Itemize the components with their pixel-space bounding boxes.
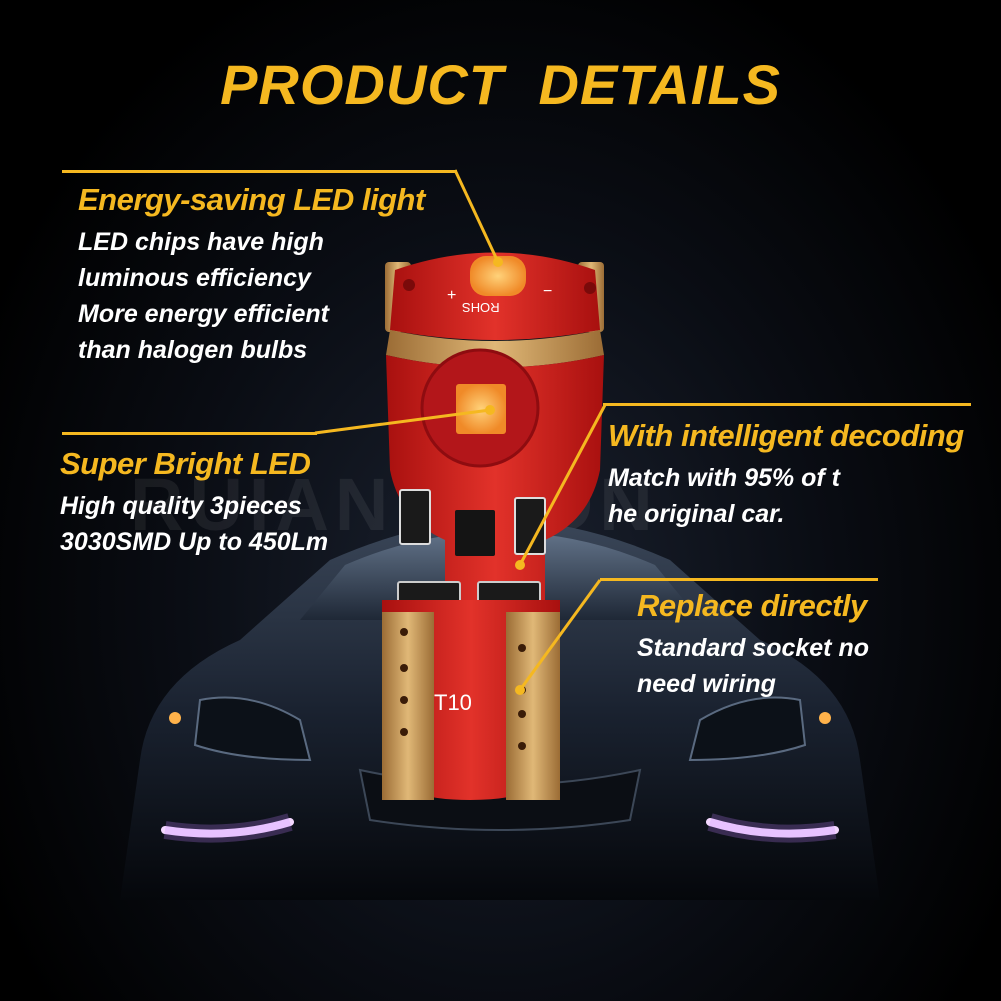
feature-bright-line: 3030SMD Up to 450Lm [60,528,329,556]
bulb-minus-sign: − [543,283,553,300]
feature-decoding-line: Match with 95% of t [608,464,840,492]
feature-decoding-line: he original car. [608,500,785,528]
feature-decoding: With intelligent decoding Match with 95%… [608,418,964,532]
page-title: PRODUCT DETAILS [220,53,781,116]
feature-energy-line: LED chips have high [78,228,324,256]
bright-rule [62,432,317,435]
feature-bright-line: High quality 3pieces [60,492,302,520]
feature-energy-line: luminous efficiency [78,264,311,292]
replace-rule [600,578,878,581]
feature-replace-line: Standard socket no [637,634,869,662]
feature-energy-heading: Energy-saving LED light [78,182,425,217]
feature-decoding-heading: With intelligent decoding [608,418,964,453]
feature-energy-line: More energy efficient [78,300,330,328]
energy-rule [62,170,457,173]
feature-energy-line: than halogen bulbs [78,336,308,364]
bulb-model-label: T10 [434,690,472,715]
feature-replace-line: need wiring [637,670,776,698]
feature-bright: Super Bright LED High quality 3pieces 30… [60,446,328,560]
decoding-rule [603,403,971,406]
bulb-plus-sign: + [447,287,457,304]
bulb-cap-text: ROHS [462,300,500,315]
feature-replace: Replace directly Standard socket no need… [637,588,869,702]
feature-replace-heading: Replace directly [637,588,867,623]
feature-bright-heading: Super Bright LED [60,446,311,481]
feature-energy: Energy-saving LED light LED chips have h… [78,182,425,368]
